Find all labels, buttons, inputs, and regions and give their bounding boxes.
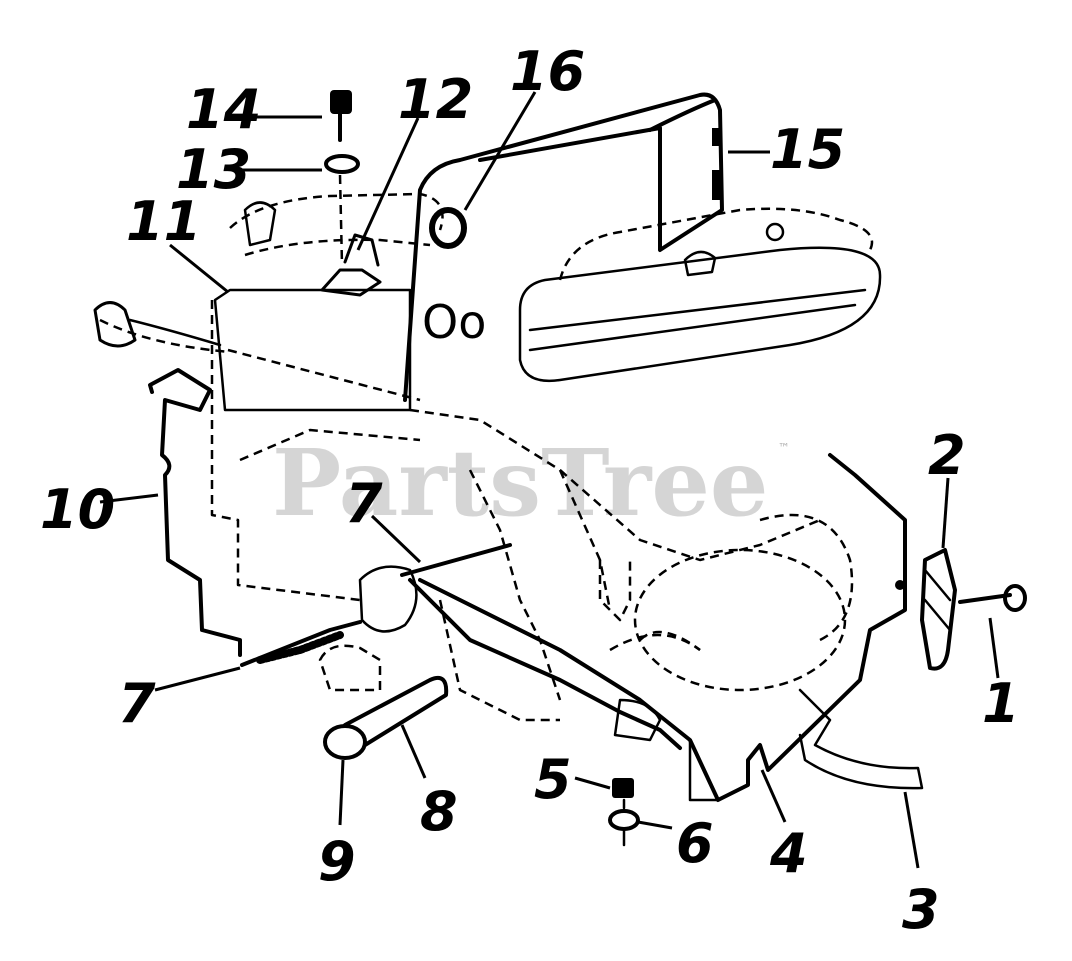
callout-10: 10 (40, 478, 115, 541)
bolt-15-mark (712, 128, 720, 146)
control-bracket (148, 368, 242, 657)
callout-2: 2 (928, 424, 966, 487)
callout-14: 14 (186, 78, 261, 141)
watermark-trademark: ™ (778, 441, 790, 455)
callout-1: 1 (982, 672, 1020, 735)
right-side-hardware (895, 548, 1027, 671)
leader-lines (99, 91, 1000, 869)
watermark-text: PartsTree (272, 429, 768, 537)
callout-8: 8 (420, 780, 458, 843)
callout-11: 11 (126, 190, 201, 253)
fuel-tank-hardware (243, 90, 382, 297)
engine-label-text: Oo (422, 295, 486, 349)
blower-housing: Oo (403, 92, 724, 402)
air-cleaner (518, 207, 882, 383)
callout-4: 4 (769, 822, 808, 885)
muffler-assembly (418, 453, 924, 802)
callout-15: 15 (770, 118, 845, 181)
callout-7-lower: 7 (118, 672, 156, 735)
callout-5: 5 (534, 748, 572, 811)
callout-13: 13 (176, 138, 251, 201)
fuel-line (93, 301, 222, 348)
callout-6: 6 (676, 812, 714, 875)
bolt-parts (323, 675, 640, 847)
callout-16: 16 (510, 40, 585, 103)
callout-7-upper: 7 (345, 472, 383, 535)
callout-12: 12 (398, 68, 473, 131)
callout-3: 3 (902, 878, 940, 941)
callout-labels: 14 13 11 12 16 15 2 1 10 7 7 9 8 5 6 4 3 (40, 40, 1020, 941)
callout-9: 9 (318, 830, 356, 893)
throttle-linkage (240, 543, 682, 750)
